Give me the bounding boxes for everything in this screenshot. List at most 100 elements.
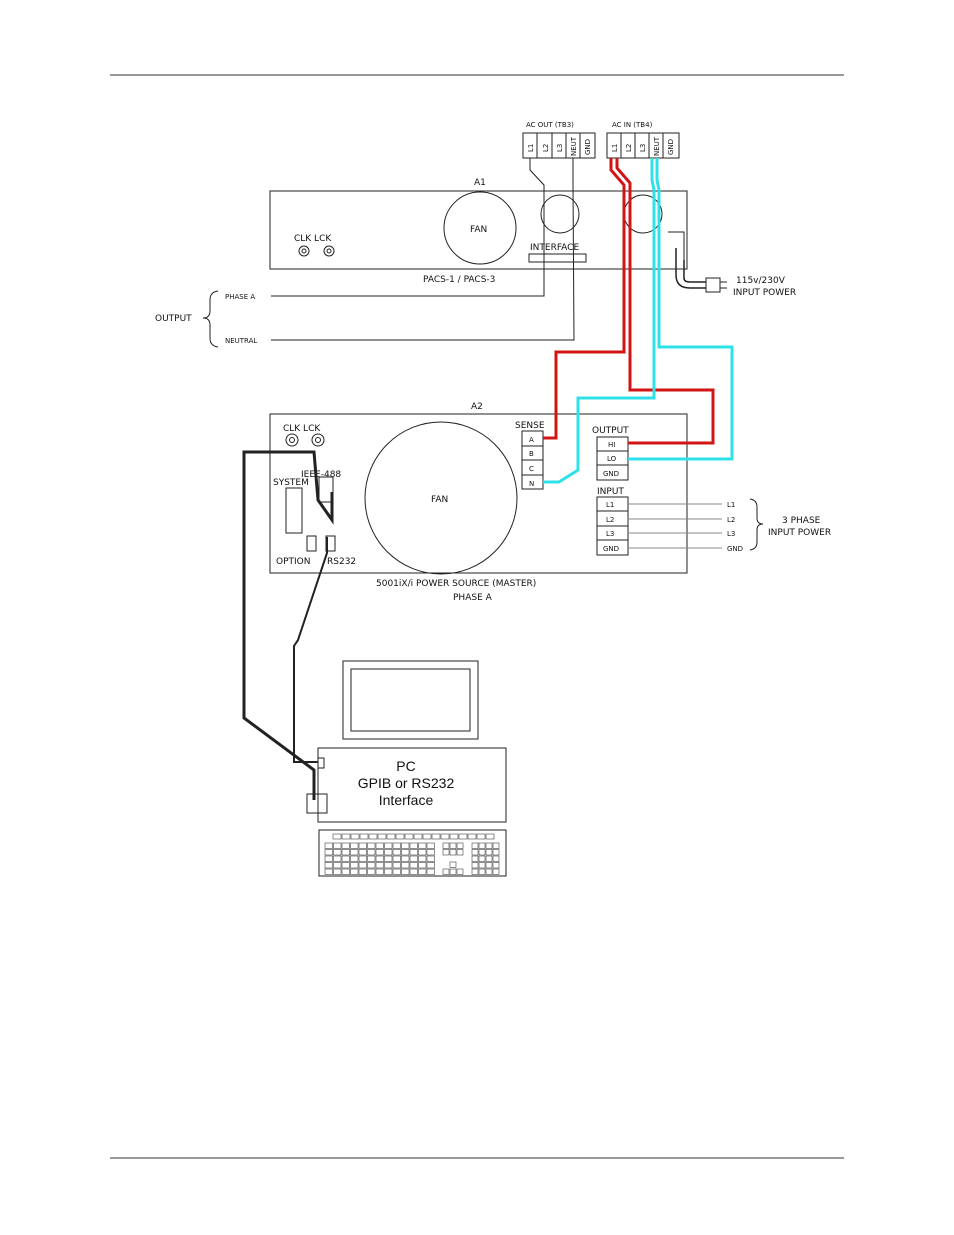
keyboard-key [409, 842, 418, 849]
phase-a-lead [271, 158, 545, 297]
keyboard-key [413, 833, 423, 840]
keyboard-key [401, 849, 410, 856]
keyboard-key [449, 868, 457, 875]
keyboard-key [492, 855, 500, 862]
system-label: SYSTEM [273, 478, 309, 488]
keyboard-key [332, 833, 342, 840]
keyboard-key [467, 833, 477, 840]
three-phase-brace [749, 498, 764, 551]
keyboard-key [492, 862, 500, 869]
tb3-terminal: L3 [556, 144, 564, 152]
a1-fan-label: FAN [470, 225, 487, 235]
gpib-cable [242, 450, 334, 800]
a2-fan-label: FAN [431, 495, 448, 505]
sense-terminal: C [529, 465, 534, 473]
keyboard-key [485, 855, 493, 862]
sense-terminal: B [529, 450, 534, 458]
a1-interface-label: INTERFACE [530, 243, 579, 253]
keyboard-key [350, 855, 359, 862]
keyboard-key [492, 868, 500, 875]
keyboard-key [358, 855, 367, 862]
keyboard-key [418, 868, 427, 875]
system-port [285, 487, 303, 534]
keyboard-key [358, 862, 367, 869]
tb3-terminal: GND [584, 139, 592, 155]
keyboard-key [449, 861, 457, 868]
neutral-lead [271, 158, 575, 341]
keyboard-key [324, 849, 333, 856]
keyboard-key [478, 849, 486, 856]
computer: PC GPIB or RS232 Interface [306, 660, 507, 877]
keyboard-key [333, 862, 342, 869]
tb4-terminal-block: AC IN (TB4) L1 L2 L3 NEUT GND [606, 121, 680, 159]
keyboard-key [350, 833, 360, 840]
keyboard-key [471, 849, 479, 856]
sense-terminal: N [529, 480, 534, 488]
keyboard-key [456, 868, 464, 875]
keyboard-key [375, 842, 384, 849]
keyboard-key [471, 842, 479, 849]
keyboard-key [456, 842, 464, 849]
output-group: OUTPUT PHASE A NEUTRAL [155, 290, 257, 348]
a1-output-port-icon [540, 194, 580, 234]
tb3-terminal-block: AC OUT (TB3) L1 L2 L3 NEUT GND [522, 121, 596, 159]
keyboard-key [341, 849, 350, 856]
cyan-wire-pair [543, 158, 734, 484]
keyboard-key [471, 862, 479, 869]
a2-caption-line2: PHASE A [453, 593, 493, 603]
red-wire-pair [543, 158, 715, 445]
phase-a-label: PHASE A [225, 293, 255, 301]
rs232-label: RS232 [327, 557, 356, 567]
keyboard-key [492, 849, 500, 856]
keyboard-key [384, 862, 393, 869]
keyboard-key [375, 855, 384, 862]
a2-input-terminal: L3 [606, 530, 614, 538]
keyboard-key [409, 868, 418, 875]
a1-unit: A1 FAN CLK LCK INTERFACE PACS-1 / PACS-3… [269, 178, 796, 298]
three-phase-input: L1 L2 L3 GND 3 PHASE INPUT POWER [628, 498, 831, 553]
input-line-label: L2 [727, 516, 735, 524]
keyboard-key [401, 842, 410, 849]
keyboard-key [401, 862, 410, 869]
keyboard-key [401, 855, 410, 862]
keyboard-key [418, 855, 427, 862]
a2-clk-lck-label: CLK LCK [283, 424, 321, 434]
keyboard-key [449, 842, 457, 849]
keyboard-key [350, 842, 359, 849]
tb4-terminal: L2 [625, 144, 633, 152]
keyboard-key [426, 842, 435, 849]
keyboard-key [449, 849, 457, 856]
a1-interface-port [528, 253, 587, 263]
keyboard-key [456, 849, 464, 856]
keyboard-key [375, 849, 384, 856]
ieee-488-label: IEEE-488 [301, 470, 341, 480]
keyboard-key [471, 868, 479, 875]
a2-unit: A2 CLK LCK IEEE-488 SYSTEM OPTION RS232 … [269, 402, 688, 603]
a2-caption-line1: 5001iX/i POWER SOURCE (MASTER) [376, 579, 536, 589]
output-brace [202, 290, 219, 348]
option-label: OPTION [276, 557, 310, 567]
neutral-label: NEUTRAL [225, 337, 257, 345]
keyboard-key [358, 842, 367, 849]
a1-label: A1 [474, 178, 486, 188]
keyboard-key [426, 855, 435, 862]
option-port [306, 535, 317, 552]
keyboard-key [392, 849, 401, 856]
a1-input-power-line1: 115v/230V [736, 276, 786, 286]
keyboard-key [367, 855, 376, 862]
keyboard-key [485, 833, 495, 840]
keyboard-key [375, 868, 384, 875]
keyboard-key [392, 868, 401, 875]
tb4-terminal: GND [667, 139, 675, 155]
keyboard-key [350, 862, 359, 869]
a2-label: A2 [471, 402, 483, 412]
keyboard-key [333, 849, 342, 856]
keyboard-key [341, 862, 350, 869]
a2-input-terminal: L2 [606, 516, 614, 524]
keyboard-key [418, 842, 427, 849]
keyboard-key [384, 855, 393, 862]
pc-line1: PC [396, 758, 415, 774]
a2-input-terminal: GND [603, 545, 619, 553]
ieee-488-port [318, 476, 334, 503]
keyboard-key [471, 855, 479, 862]
